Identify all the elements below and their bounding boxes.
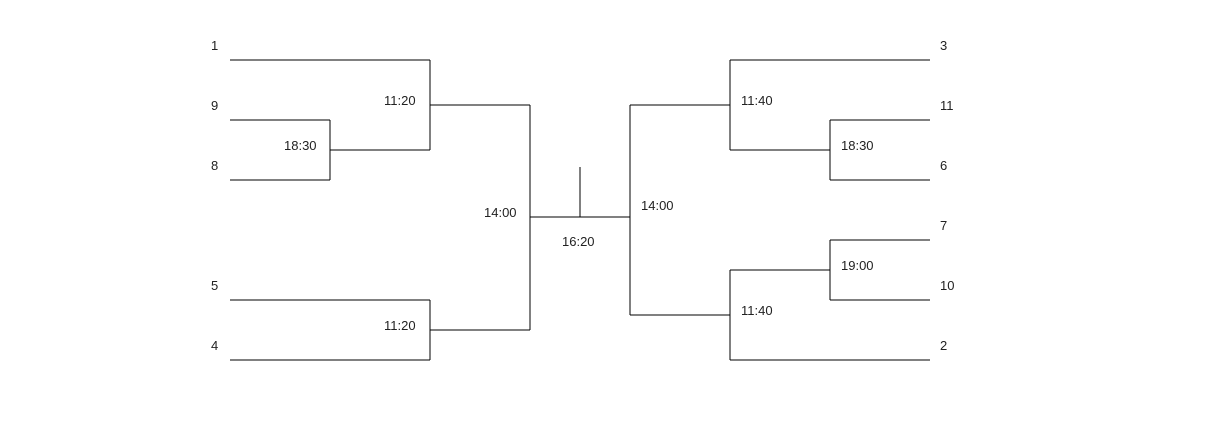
match-time-right-quarter-top: 11:40: [741, 93, 773, 108]
seed-label: 8: [211, 158, 218, 173]
match-time-right-quarter-bottom: 11:40: [741, 303, 773, 318]
match-time-right-semi: 14:00: [641, 198, 674, 213]
right-bracket: [629, 59, 930, 361]
seed-label: 3: [940, 38, 947, 53]
match-time-final: 16:20: [562, 234, 595, 249]
match-time-left-play-in: 18:30: [284, 138, 317, 153]
seed-labels-left: 1 9 8 5 4: [211, 38, 218, 353]
match-time-left-semi: 14:00: [484, 205, 517, 220]
seed-label: 1: [211, 38, 218, 53]
seed-label: 9: [211, 98, 218, 113]
seed-label: 6: [940, 158, 947, 173]
seed-labels-right: 3 11 6 7 10 2: [940, 38, 954, 353]
left-bracket: [230, 59, 630, 361]
seed-label: 10: [940, 278, 954, 293]
match-time-left-quarter-bottom: 11:20: [384, 318, 416, 333]
seed-label: 4: [211, 338, 218, 353]
match-time-right-play-in-top: 18:30: [841, 138, 874, 153]
seed-label: 2: [940, 338, 947, 353]
seed-label: 7: [940, 218, 947, 233]
match-time-right-play-in-bottom: 19:00: [841, 258, 874, 273]
seed-label: 11: [940, 98, 954, 113]
match-time-left-quarter-top: 11:20: [384, 93, 416, 108]
seed-label: 5: [211, 278, 218, 293]
match-times: 11:20 18:30 11:20 14:00 16:20 14:00 11:4…: [284, 93, 874, 333]
